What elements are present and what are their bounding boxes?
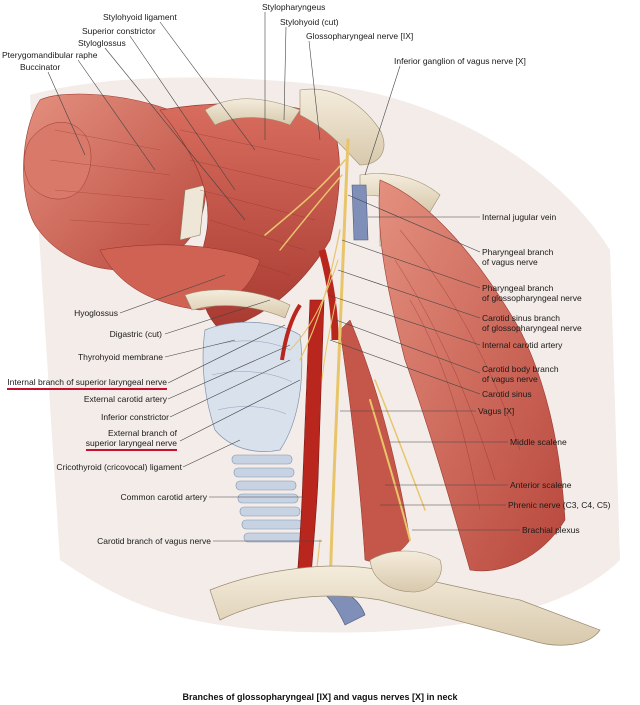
label-inferior-ganglion: Inferior ganglion of vagus nerve [X]	[394, 56, 526, 66]
label-pharyngeal-branch-gloss-1: Pharyngeal branch	[482, 283, 554, 293]
label-superior-constrictor: Superior constrictor	[82, 26, 156, 36]
label-phrenic-nerve: Phrenic nerve (C3, C4, C5)	[508, 500, 611, 510]
leader-lines	[47, 12, 520, 542]
label-brachial-plexus: Brachial plexus	[522, 525, 580, 535]
label-external-branch-sln-2: superior laryngeal nerve	[85, 438, 177, 451]
label-styloglossus: Styloglossus	[78, 38, 126, 48]
label-cricothyroid-ligament: Cricothyroid (cricovocal) ligament	[56, 462, 182, 472]
label-stylopharyngeus: Stylopharyngeus	[262, 2, 326, 12]
label-carotid-sinus-branch-1: Carotid sinus branch	[482, 313, 560, 323]
label-internal-jugular-vein: Internal jugular vein	[482, 212, 557, 222]
label-carotid-sinus-branch-2: of glossopharyngeal nerve	[482, 323, 582, 333]
label-thyrohyoid-membrane: Thyrohyoid membrane	[77, 352, 163, 362]
bones	[184, 88, 385, 319]
label-pharyngeal-branch-vagus-1: Pharyngeal branch	[482, 247, 554, 257]
label-internal-carotid-artery: Internal carotid artery	[482, 340, 563, 350]
label-glossopharyngeal-nerve: Glossopharyngeal nerve [IX]	[306, 31, 414, 41]
label-buccinator: Buccinator	[20, 62, 61, 72]
neck-muscles	[339, 179, 566, 572]
clavicle-bones	[209, 550, 601, 646]
label-anterior-scalene: Anterior scalene	[510, 480, 572, 490]
label-hyoglossus: Hyoglossus	[74, 308, 118, 318]
label-carotid-branch-vagus: Carotid branch of vagus nerve	[97, 536, 211, 546]
label-external-branch-sln-1: External branch of	[108, 428, 177, 438]
label-carotid-body-branch-1: Carotid body branch	[482, 364, 559, 374]
label-inferior-constrictor: Inferior constrictor	[100, 412, 169, 422]
label-external-carotid-artery: External carotid artery	[83, 394, 167, 404]
label-stylohyoid-ligament: Stylohyoid ligament	[103, 12, 177, 22]
label-carotid-sinus: Carotid sinus	[482, 389, 532, 399]
figure-caption: Branches of glossopharyngeal [IX] and va…	[182, 692, 458, 702]
label-pharyngeal-branch-vagus-2: of vagus nerve	[482, 257, 538, 267]
label-middle-scalene: Middle scalene	[510, 437, 567, 447]
label-internal-branch-sln: Internal branch of superior laryngeal ne…	[7, 377, 167, 390]
label-vagus: Vagus [X]	[478, 406, 515, 416]
label-pterygomandibular-raphe: Pterygomandibular raphe	[2, 50, 98, 60]
label-common-carotid-artery: Common carotid artery	[120, 492, 207, 502]
face-muscles	[23, 93, 207, 271]
label-pharyngeal-branch-gloss-2: of glossopharyngeal nerve	[482, 293, 582, 303]
label-digastric-cut: Digastric (cut)	[109, 329, 162, 339]
larynx-trachea	[202, 321, 305, 543]
label-carotid-body-branch-2: of vagus nerve	[482, 374, 538, 384]
label-stylohyoid-cut: Stylohyoid (cut)	[280, 17, 339, 27]
